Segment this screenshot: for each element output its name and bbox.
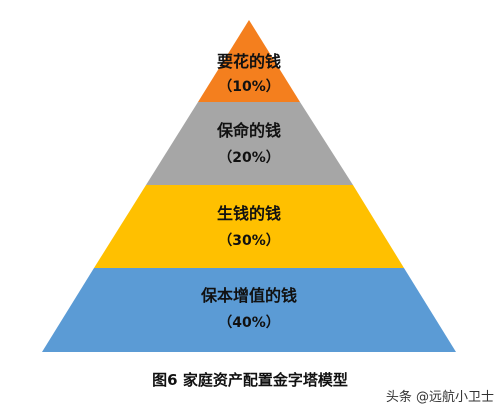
tier-third-label: 生钱的钱 <box>216 204 281 223</box>
tier-bottom-label: 保本增值的钱 <box>200 286 297 305</box>
watermark: 头条 @远航小卫士 <box>385 390 494 405</box>
tier-bottom-percent: （40%） <box>218 315 280 331</box>
tier-top-shape <box>198 20 300 102</box>
tier-second-percent: （20%） <box>218 150 280 166</box>
figure-caption: 图6 家庭资产配置金字塔模型 <box>152 371 348 389</box>
tier-top-percent: （10%） <box>218 79 280 95</box>
tier-third-percent: （30%） <box>218 233 280 249</box>
tier-bottom-shape <box>42 268 456 352</box>
tier-third-shape <box>94 185 404 268</box>
tier-second-shape <box>146 102 353 185</box>
tier-top-label: 要花的钱 <box>216 52 281 71</box>
tier-second-label: 保命的钱 <box>216 121 281 140</box>
